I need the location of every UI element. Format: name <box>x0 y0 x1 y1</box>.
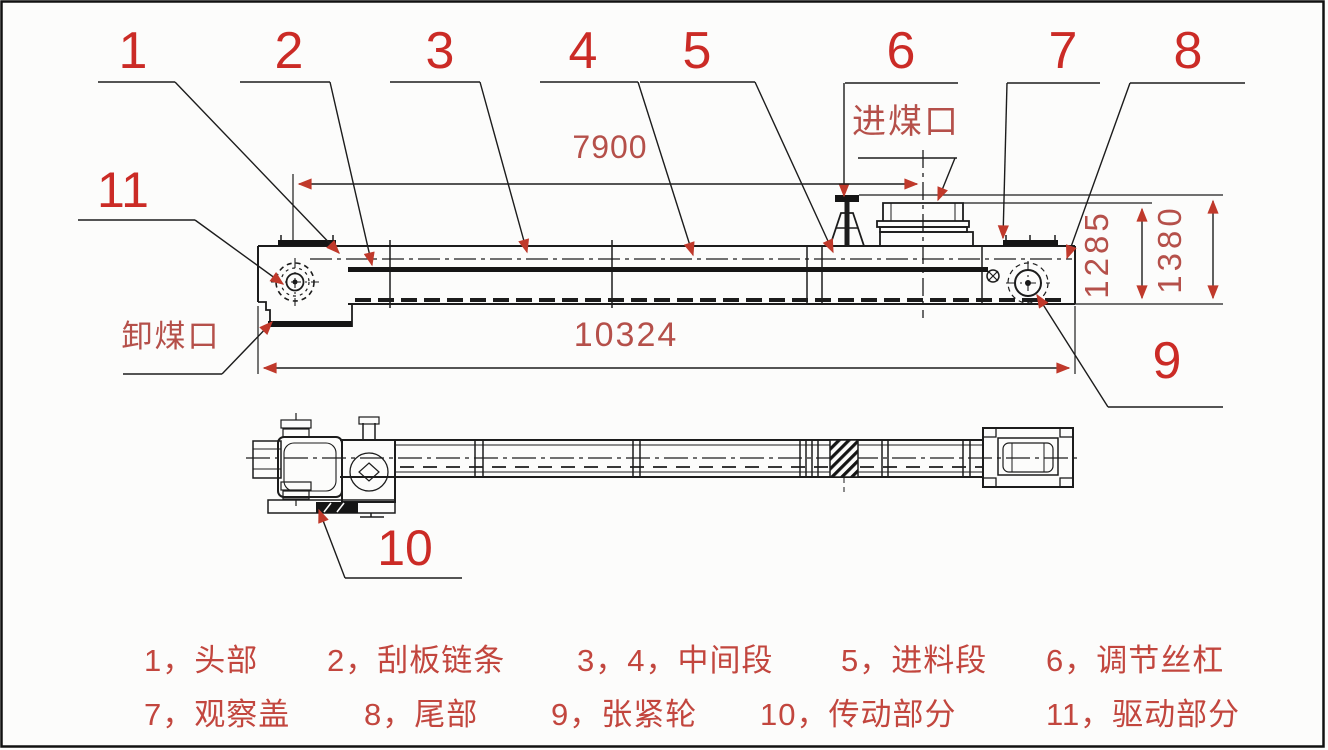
dim-10324: 10324 <box>574 316 679 354</box>
callout-3-leader <box>479 81 530 254</box>
plan-rails <box>340 439 983 478</box>
legend-item-3-4: 3，4，中间段 <box>577 643 773 678</box>
callout-10-leader <box>318 508 346 579</box>
input-shaft <box>362 423 376 440</box>
legend-item-2: 2，刮板链条 <box>327 643 505 678</box>
callout-7: 7 <box>1049 22 1078 80</box>
dim-1285: 1285 <box>1078 209 1115 298</box>
callout-8: 8 <box>1174 22 1203 80</box>
callout-9: 9 <box>1153 332 1182 390</box>
dim-1380: 1380 <box>1151 204 1188 293</box>
callout-9-leader <box>1036 293 1109 408</box>
callout-8-leader <box>1065 82 1131 260</box>
transmission-hatch-block <box>316 502 358 513</box>
plan-inlet-hatch <box>829 439 859 492</box>
callout-10: 10 <box>377 520 433 576</box>
callout-6: 6 <box>887 22 916 80</box>
plan-section-joints <box>474 440 971 477</box>
observation-cover <box>1003 235 1058 246</box>
callout-11: 11 <box>97 162 149 218</box>
legend-item-7: 7，观察盖 <box>144 697 290 732</box>
plan-tail-frame <box>982 427 1074 488</box>
callout-2-leader <box>329 81 375 267</box>
legend-item-11: 11，驱动部分 <box>1046 697 1240 732</box>
legend-item-10: 10，传动部分 <box>760 697 956 732</box>
dim-7900: 7900 <box>572 129 647 165</box>
legend: 1，头部 2，刮板链条 3，4，中间段 5，进料段 6，调节丝杠 7，观察盖 8… <box>144 643 1240 732</box>
callout-1: 1 <box>119 22 148 80</box>
inlet-hopper <box>876 202 974 247</box>
adjusting-screw-jack <box>826 195 870 247</box>
discharge-chute-plate <box>268 321 352 327</box>
legend-row-1: 1，头部 2，刮板链条 3，4，中间段 5，进料段 6，调节丝杠 <box>144 643 1224 678</box>
tension-screw-bolt <box>986 269 1000 283</box>
head-sprocket <box>271 258 319 306</box>
side-view <box>257 150 1223 374</box>
callout-5: 5 <box>683 22 712 80</box>
drive-unit <box>252 413 396 518</box>
callout-5-leader <box>754 81 834 254</box>
gearbox <box>341 416 396 503</box>
plan-view <box>246 413 1080 518</box>
section-joints <box>389 240 983 308</box>
tension-wheel <box>1006 261 1050 305</box>
coal-inlet-label: 进煤口 <box>852 103 960 141</box>
dimension-labels: 7900 10324 1285 1380 <box>572 129 1188 354</box>
motor-end-cap <box>252 440 282 479</box>
legend-row-2: 7，观察盖 8，尾部 9，张紧轮 10，传动部分 11，驱动部分 <box>144 697 1240 732</box>
callout-4-leader <box>637 81 695 257</box>
port-labels: 进煤口 卸煤口 <box>122 103 960 354</box>
legend-item-1: 1，头部 <box>144 643 258 678</box>
mounting-bolts-top <box>280 413 312 438</box>
callout-11-leader <box>194 219 285 285</box>
inlet-label-leader <box>937 157 956 202</box>
callout-7-leader <box>997 82 1009 240</box>
coal-outlet-label: 卸煤口 <box>122 319 221 354</box>
legend-item-8: 8，尾部 <box>364 697 478 732</box>
callout-labels: 1 2 3 4 5 6 7 8 9 10 11 <box>97 22 1202 576</box>
callout-2: 2 <box>275 22 304 80</box>
legend-item-5: 5，进料段 <box>841 643 987 678</box>
callout-3: 3 <box>426 22 455 80</box>
outlet-label-leader <box>221 320 273 375</box>
callout-1-leader <box>174 81 340 255</box>
annotation-lines <box>78 81 1245 579</box>
head-top-cover <box>278 235 336 246</box>
base-support-foot <box>360 513 384 518</box>
legend-item-6: 6，调节丝杠 <box>1046 643 1224 678</box>
discharge-notch <box>258 301 271 321</box>
scraper-chain-bar <box>348 267 988 272</box>
legend-item-9: 9，张紧轮 <box>551 697 697 732</box>
callout-4: 4 <box>569 22 598 80</box>
